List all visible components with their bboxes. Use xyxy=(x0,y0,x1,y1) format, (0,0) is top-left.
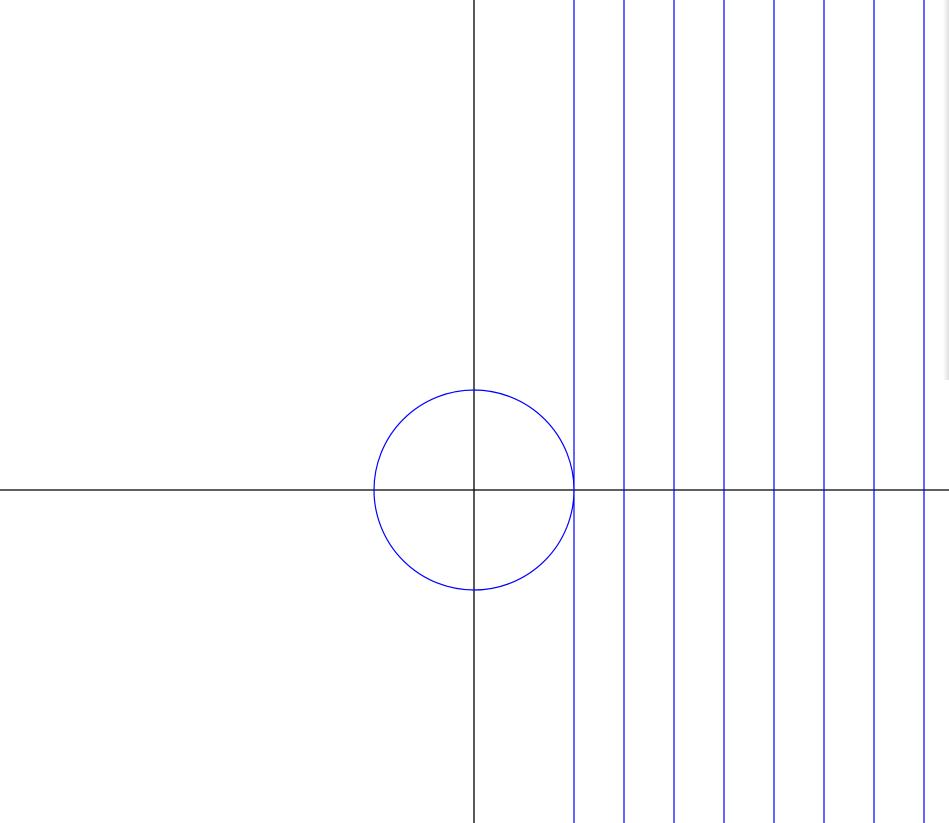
curves xyxy=(373,0,925,823)
